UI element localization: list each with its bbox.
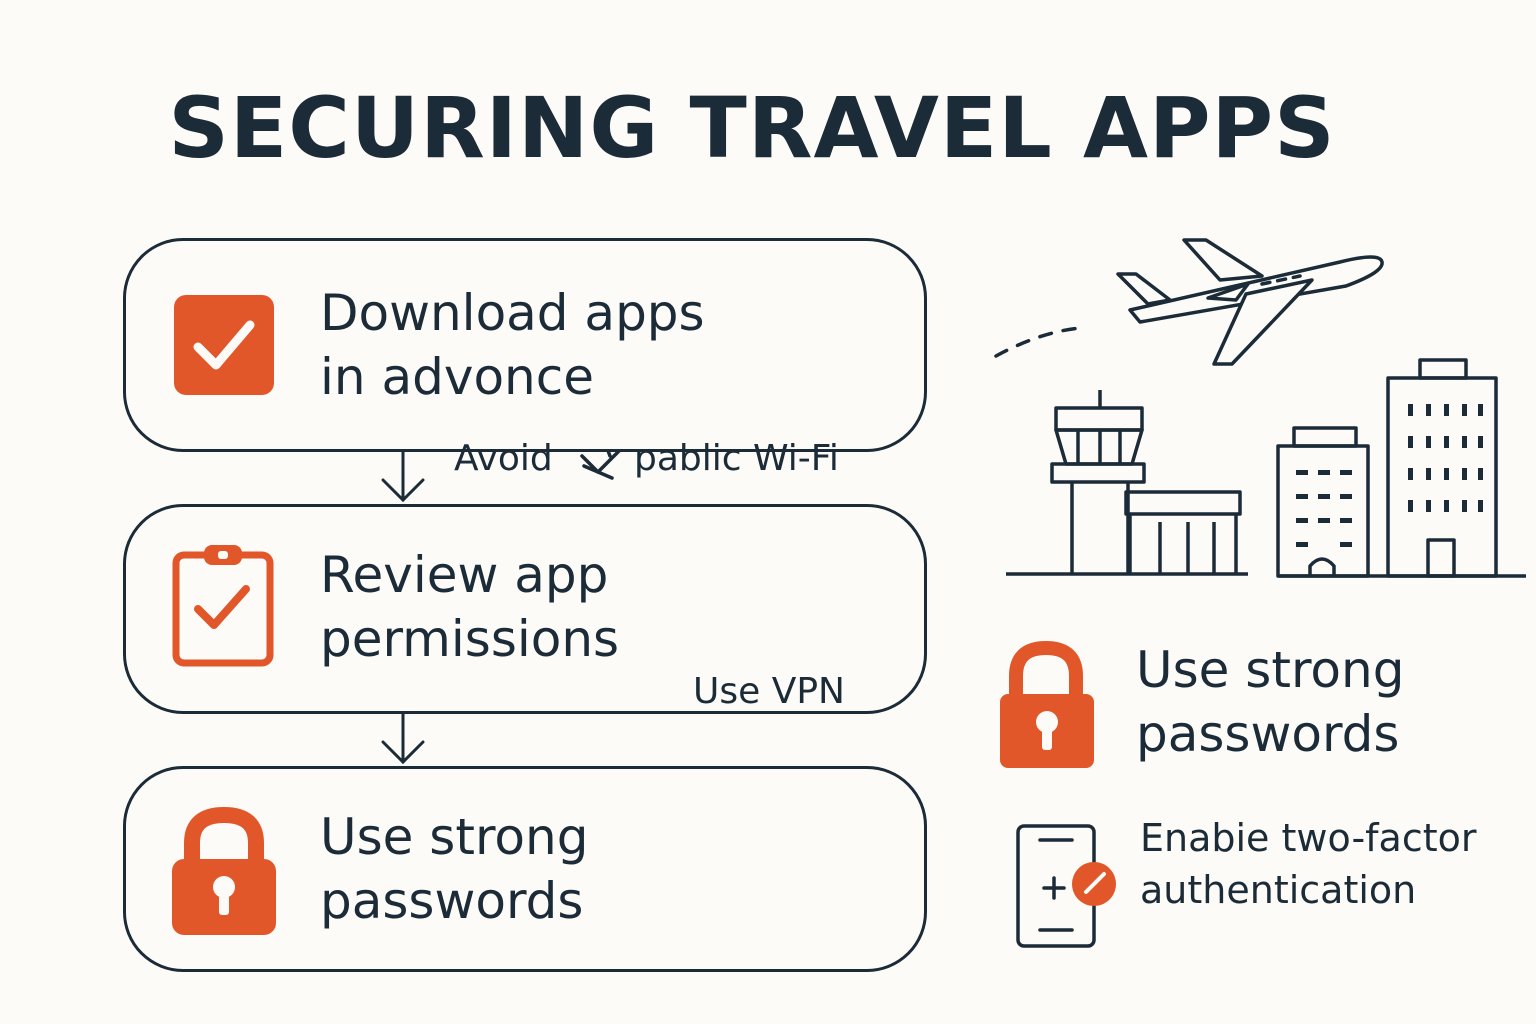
step-line-2: in advonce xyxy=(320,348,594,406)
city-buildings-icon xyxy=(1276,358,1526,578)
clipboard-check-icon xyxy=(172,545,274,667)
padlock-icon xyxy=(172,807,276,935)
connector-label-public-wifi: pablic Wi-Fi xyxy=(634,438,839,479)
connector-label-avoid: Avoid xyxy=(454,438,553,479)
step-text: Download apps in advonce xyxy=(320,281,705,409)
step-line-1: Download apps xyxy=(320,284,705,342)
step-card-download: Download apps in advonce xyxy=(123,238,927,452)
step-line-2: passwords xyxy=(320,872,584,930)
page-title: SECURING TRAVEL APPS xyxy=(168,79,1336,177)
step-line-1: Use strong xyxy=(320,808,589,866)
phone-2fa-icon xyxy=(1016,824,1116,948)
side-padlock-icon xyxy=(1000,640,1094,768)
step-text: Review app permissions xyxy=(320,543,619,671)
step-text: Use strong passwords xyxy=(320,805,588,933)
flight-path xyxy=(994,326,1082,358)
side-passwords-line-2: passwords xyxy=(1136,705,1400,763)
control-tower-icon xyxy=(1006,390,1248,576)
step-card-permissions: Review app permissions xyxy=(123,504,927,714)
step-line-2: permissions xyxy=(320,610,620,668)
side-passwords-line-1: Use strong xyxy=(1136,641,1405,699)
airplane-icon xyxy=(1116,238,1384,366)
checkbox-checked-icon xyxy=(174,295,274,395)
side-two-factor-line-2: authentication xyxy=(1140,868,1417,912)
side-two-factor-text: Enabie two-factor authentication xyxy=(1140,812,1477,916)
building-windows xyxy=(1296,404,1483,547)
side-passwords-text: Use strong passwords xyxy=(1136,638,1404,766)
step-line-1: Review app xyxy=(320,546,609,604)
side-two-factor-line-1: Enabie two-factor xyxy=(1140,816,1477,860)
step-card-passwords: Use strong passwords xyxy=(123,766,927,972)
connector-label-vpn: Use VPN xyxy=(693,671,845,712)
